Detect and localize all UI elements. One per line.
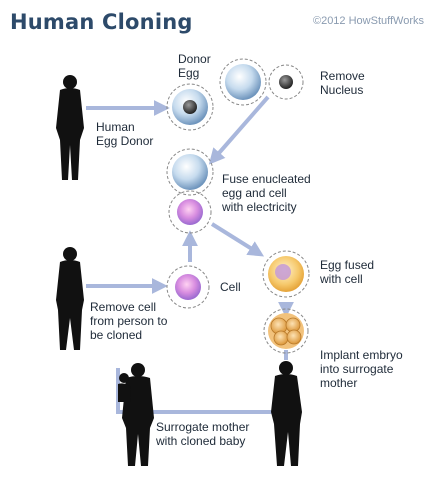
flow-arrows — [86, 95, 294, 414]
donor-egg — [166, 83, 214, 131]
embryo — [263, 308, 309, 354]
arrow-fuse-to-fused-egg — [210, 222, 265, 257]
cell-label: Cell — [220, 280, 241, 294]
label-line: Cell — [220, 280, 241, 294]
removed-nucleus — [268, 64, 304, 100]
fuse-label: Fuse enucleated egg and cell with electr… — [222, 172, 311, 214]
label-line: with cell — [320, 272, 363, 286]
surrogate-label: Surrogate mother with cloned baby — [156, 420, 249, 448]
copyright-notice: ©2012 HowStuffWorks — [312, 15, 424, 27]
label-line: Human — [96, 120, 135, 134]
label-line: Surrogate mother — [156, 420, 250, 434]
remove-cell-label: Remove cell from person to be cloned — [90, 300, 167, 342]
label-line: Egg fused — [320, 258, 375, 272]
label-line: Implant embryo — [320, 348, 403, 362]
label-line: into surrogate — [320, 362, 394, 376]
surrogate-mother-silhouette-icon — [271, 361, 302, 466]
fused-egg — [262, 250, 310, 298]
surrogate-with-baby-silhouette-icon — [118, 363, 154, 466]
nucleus-icon — [183, 100, 197, 114]
label-line: egg and cell — [222, 186, 287, 200]
fuse-egg — [166, 148, 214, 196]
body-cell — [166, 265, 210, 309]
label-line: Remove cell — [90, 300, 157, 314]
egg-fused-label: Egg fused with cell — [320, 258, 374, 286]
label-line: Egg — [178, 66, 200, 80]
fuse-cell — [168, 190, 212, 234]
label-line: Nucleus — [320, 83, 364, 97]
donor-egg-label: Donor Egg — [178, 52, 211, 80]
label-line: Egg Donor — [96, 134, 154, 148]
label-line: with electricity — [222, 200, 297, 214]
egg-donor-label: Human Egg Donor — [96, 120, 153, 148]
label-line: Fuse enucleated — [222, 172, 311, 186]
surrogate-connector — [116, 368, 286, 414]
egg-donor-silhouette-icon — [56, 75, 84, 180]
remove-nucleus-label: Remove Nucleus — [320, 69, 365, 97]
label-line: Remove — [320, 69, 365, 83]
label-line: with cloned baby — [156, 434, 246, 448]
label-line: be cloned — [90, 328, 143, 342]
cell-donor-silhouette-icon — [56, 247, 84, 350]
enucleated-egg — [219, 58, 267, 106]
implant-label: Implant embryo into surrogate mother — [320, 348, 403, 390]
label-line: Donor — [178, 52, 211, 66]
arrow-enucleate-to-fuse — [208, 95, 270, 165]
label-line: from person to — [90, 314, 168, 328]
diagram-title: Human Cloning — [10, 10, 193, 34]
label-line: mother — [320, 376, 358, 390]
